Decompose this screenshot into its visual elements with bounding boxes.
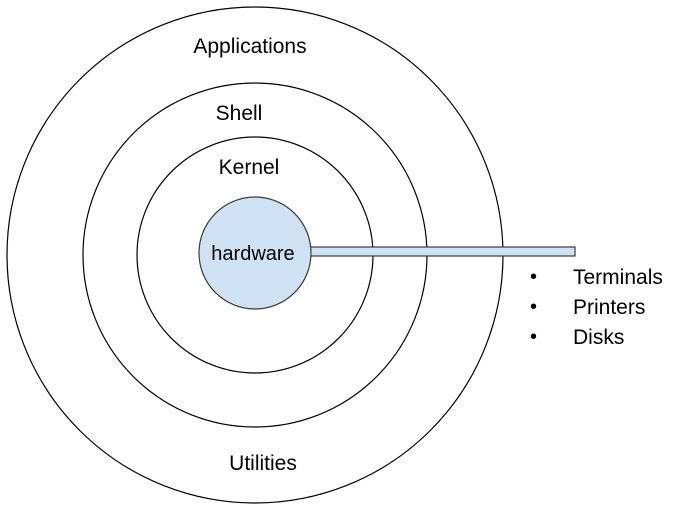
bullet-icon: •: [530, 296, 537, 318]
kernel-label: Kernel: [219, 156, 280, 179]
device-label-printers: Printers: [573, 296, 645, 319]
hardware-connector-bar: [308, 246, 576, 257]
device-list-item: • Terminals: [530, 266, 663, 289]
shell-label: Shell: [216, 102, 263, 125]
applications-label: Applications: [193, 35, 306, 58]
device-list-item: • Disks: [530, 326, 624, 349]
device-label-disks: Disks: [573, 326, 624, 349]
device-list: • Terminals • Printers • Disks: [530, 266, 663, 349]
bullet-icon: •: [530, 266, 537, 288]
utilities-label: Utilities: [229, 452, 297, 475]
hardware-label: hardware: [211, 243, 294, 265]
device-label-terminals: Terminals: [573, 266, 663, 289]
device-list-item: • Printers: [530, 296, 645, 319]
bullet-icon: •: [530, 326, 537, 348]
hardware-core: [198, 196, 312, 310]
